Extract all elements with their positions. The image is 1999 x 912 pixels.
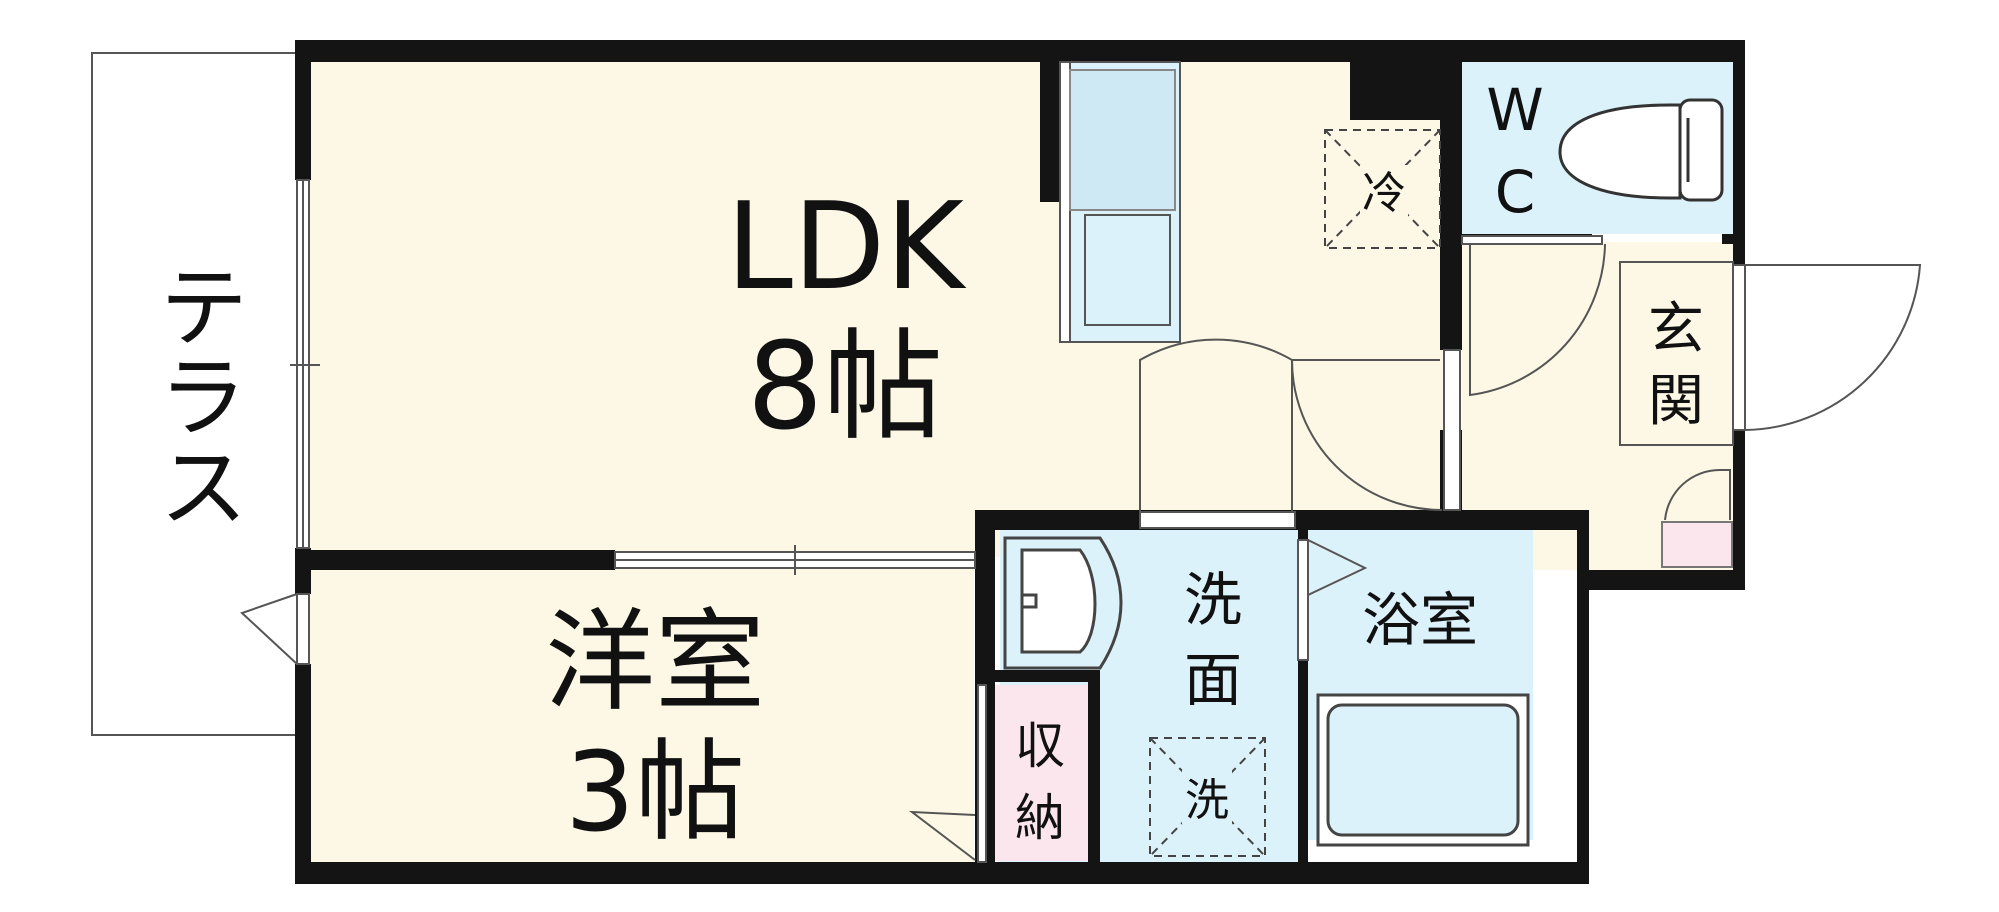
fridge-space bbox=[1324, 129, 1441, 249]
washer-space bbox=[1149, 737, 1266, 857]
storage-label-1: 収 bbox=[1015, 717, 1065, 775]
terrace-area bbox=[91, 52, 298, 736]
sliding-door-western bbox=[614, 545, 976, 575]
entrance-label-2: 関 bbox=[1648, 369, 1704, 434]
entrance-small-swing bbox=[1664, 468, 1731, 521]
wc-label-c: C bbox=[1495, 158, 1536, 226]
kitchen-counter bbox=[1059, 61, 1181, 343]
storage-label-2: 納 bbox=[1015, 789, 1065, 847]
door-bath bbox=[1297, 539, 1368, 661]
door-wc bbox=[1461, 235, 1606, 397]
ldk-size: 8帖 bbox=[747, 318, 943, 457]
toilet-icon bbox=[1558, 98, 1724, 202]
washroom-label-2: 面 bbox=[1184, 646, 1242, 714]
ldk-name: LDK bbox=[726, 178, 967, 317]
western-name: 洋室 bbox=[545, 598, 765, 726]
fridge-label: 冷 bbox=[1362, 168, 1406, 219]
window-western bbox=[296, 593, 310, 665]
bath-label: 浴室 bbox=[1362, 586, 1478, 654]
terrace-label: テラス bbox=[143, 260, 248, 530]
window-ldk bbox=[290, 179, 320, 549]
washroom-label-1: 洗 bbox=[1184, 566, 1242, 634]
terrace-door-swing bbox=[240, 593, 298, 665]
door-storage-swing bbox=[908, 810, 976, 861]
western-floor bbox=[306, 567, 974, 872]
wc-label-w: W bbox=[1486, 76, 1543, 144]
entrance-step bbox=[1661, 521, 1733, 568]
ldk-floor bbox=[306, 62, 1454, 557]
storage-floor bbox=[988, 685, 1088, 861]
washer-label: 洗 bbox=[1185, 775, 1229, 826]
door-ldk-entrance bbox=[1291, 349, 1461, 512]
door-washroom bbox=[1139, 338, 1296, 529]
shoe-cabinet bbox=[1619, 261, 1734, 446]
wash-basin-icon bbox=[1003, 536, 1123, 670]
front-door bbox=[1732, 264, 1922, 431]
bathtub-icon bbox=[1316, 693, 1530, 847]
entrance-label-1: 玄 bbox=[1648, 297, 1704, 362]
western-size: 3帖 bbox=[565, 728, 745, 856]
